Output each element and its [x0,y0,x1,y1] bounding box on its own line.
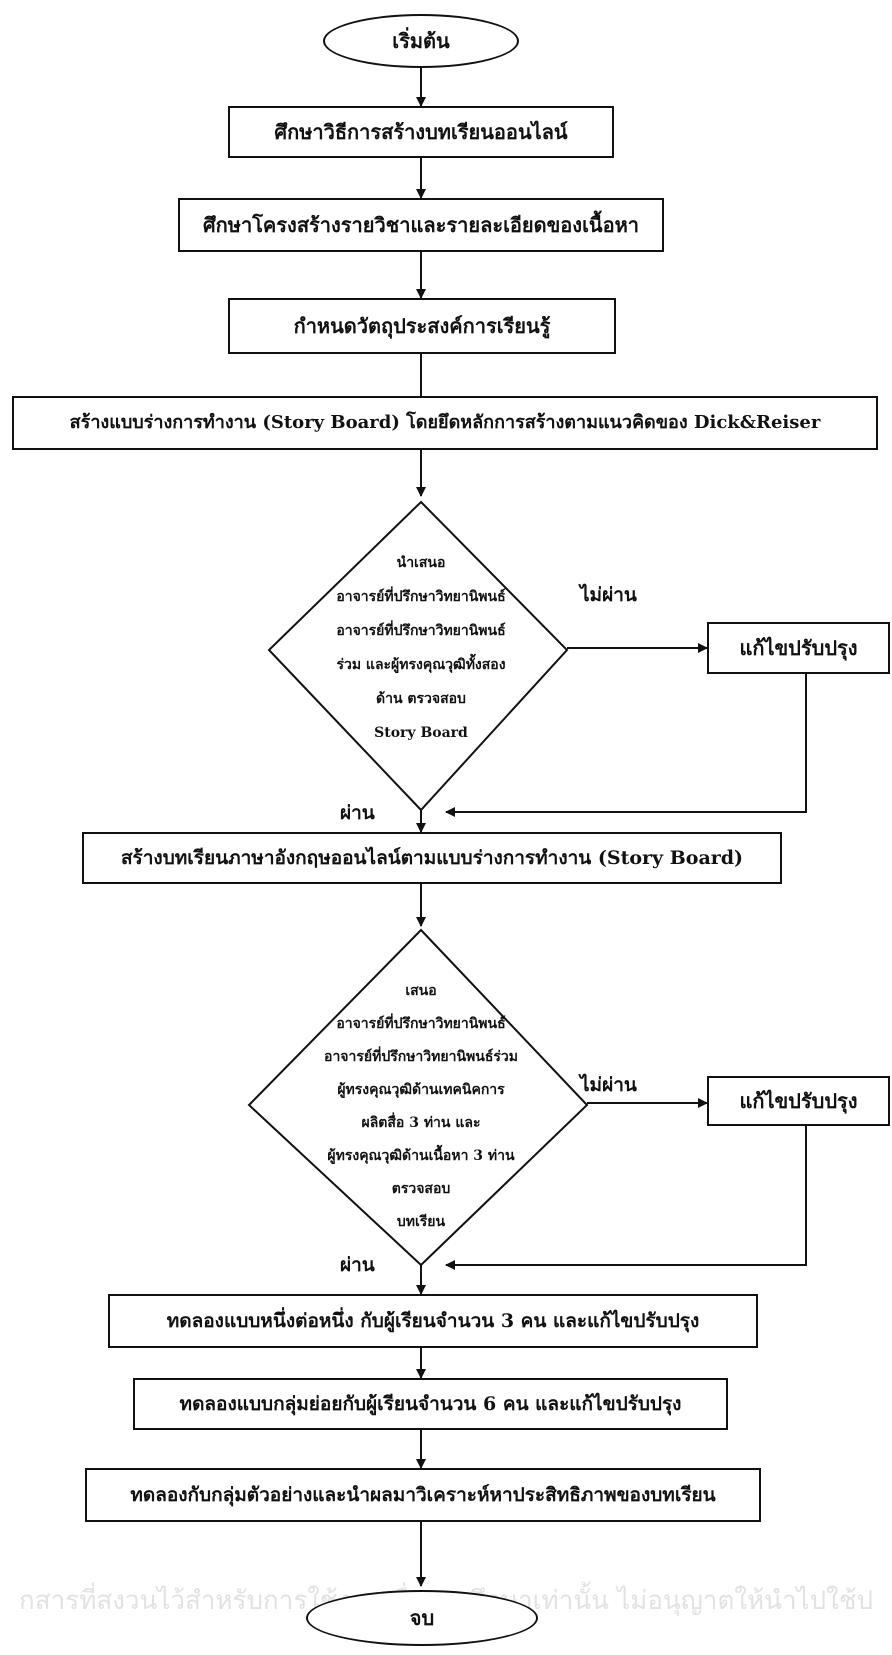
decision2-fail-label: ไม่ผ่าน [580,1074,637,1096]
loop-fix2-back [445,1126,807,1270]
step-4-label: สร้างแบบร่างการทำงาน (Story Board) โดยยึ… [69,412,821,434]
decision1-pass-label: ผ่าน [340,802,375,824]
decision1-fail-label: ไม่ผ่าน [580,584,637,606]
decision1-text: นำเสนอ อาจารย์ที่ปรึกษาวิทยานิพนธ์ อาจาร… [290,546,552,750]
decision1-line-4: ร่วม และผู้ทรงคุณวุฒิทั้งสอง [336,657,506,673]
step-8-label: ทดลองกับกลุ่มตัวอย่างและนำผลมาวิเคราะห์ห… [130,1483,716,1506]
end-label: จบ [409,1606,435,1630]
decision1-line-2: อาจารย์ที่ปรึกษาวิทยานิพนธ์ [336,589,506,605]
decision1-line-5: ด้าน ตรวจสอบ [376,691,466,707]
decision2-line-8: บทเรียน [396,1214,446,1230]
fix-1-box: แก้ไขปรับปรุง [707,622,890,674]
step-7-small-group: ทดลองแบบกลุ่มย่อยกับผู้เรียนจำนวน 6 คน แ… [133,1378,728,1430]
decision2-text: เสนอ อาจารย์ที่ปรึกษาวิทยานิพนธ์ อาจารย์… [285,975,557,1239]
step-2-label: ศึกษาโครงสร้างรายวิชาและรายละเอียดของเนื… [202,213,640,237]
decision1-line-3: อาจารย์ที่ปรึกษาวิทยานิพนธ์ [336,623,506,639]
start-terminator: เริ่มต้น [323,14,519,68]
decision2-line-4: ผู้ทรงคุณวุฒิด้านเทคนิคการ [337,1082,505,1098]
step-1-study-methods: ศึกษาวิธีการสร้างบทเรียนออนไลน์ [228,106,614,158]
step-3-objectives: กำหนดวัตถุประสงค์การเรียนรู้ [228,298,616,354]
start-label: เริ่มต้น [392,29,450,53]
step-6-one-to-one: ทดลองแบบหนึ่งต่อหนึ่ง กับผู้เรียนจำนวน 3… [108,1294,758,1348]
decision2-line-1: เสนอ [405,983,437,999]
decision2-line-6: ผู้ทรงคุณวุฒิด้านเนื้อหา 3 ท่าน [327,1148,515,1164]
fix-2-box: แก้ไขปรับปรุง [707,1076,890,1126]
step-2-study-structure: ศึกษาโครงสร้างรายวิชาและรายละเอียดของเนื… [178,198,664,252]
end-terminator: จบ [306,1590,538,1646]
step-5-build-lessons: สร้างบทเรียนภาษาอังกฤษออนไลน์ตามแบบร่างก… [82,832,782,884]
decision2-line-3: อาจารย์ที่ปรึกษาวิทยานิพนธ์ร่วม [324,1049,518,1065]
loop-fix1-back [445,674,807,817]
step-6-label: ทดลองแบบหนึ่งต่อหนึ่ง กับผู้เรียนจำนวน 3… [166,1309,700,1332]
decision1-line-1: นำเสนอ [396,555,446,571]
decision2-pass-label: ผ่าน [340,1254,375,1276]
step-5-label: สร้างบทเรียนภาษาอังกฤษออนไลน์ตามแบบร่างก… [120,846,744,869]
fix-2-label: แก้ไขปรับปรุง [739,1089,858,1113]
fix-1-label: แก้ไขปรับปรุง [739,636,858,660]
decision1-line-6: Story Board [374,725,468,741]
step-4-storyboard: สร้างแบบร่างการทำงาน (Story Board) โดยยึ… [12,396,878,450]
step-1-label: ศึกษาวิธีการสร้างบทเรียนออนไลน์ [274,120,568,144]
decision2-line-2: อาจารย์ที่ปรึกษาวิทยานิพนธ์ [336,1016,506,1032]
decision2-line-7: ตรวจสอบ [391,1181,451,1197]
step-7-label: ทดลองแบบกลุ่มย่อยกับผู้เรียนจำนวน 6 คน แ… [179,1392,682,1415]
step-8-sample-group: ทดลองกับกลุ่มตัวอย่างและนำผลมาวิเคราะห์ห… [85,1468,761,1522]
step-3-label: กำหนดวัตถุประสงค์การเรียนรู้ [293,314,551,338]
decision2-line-5: ผลิตสื่อ 3 ท่าน และ [361,1115,481,1131]
